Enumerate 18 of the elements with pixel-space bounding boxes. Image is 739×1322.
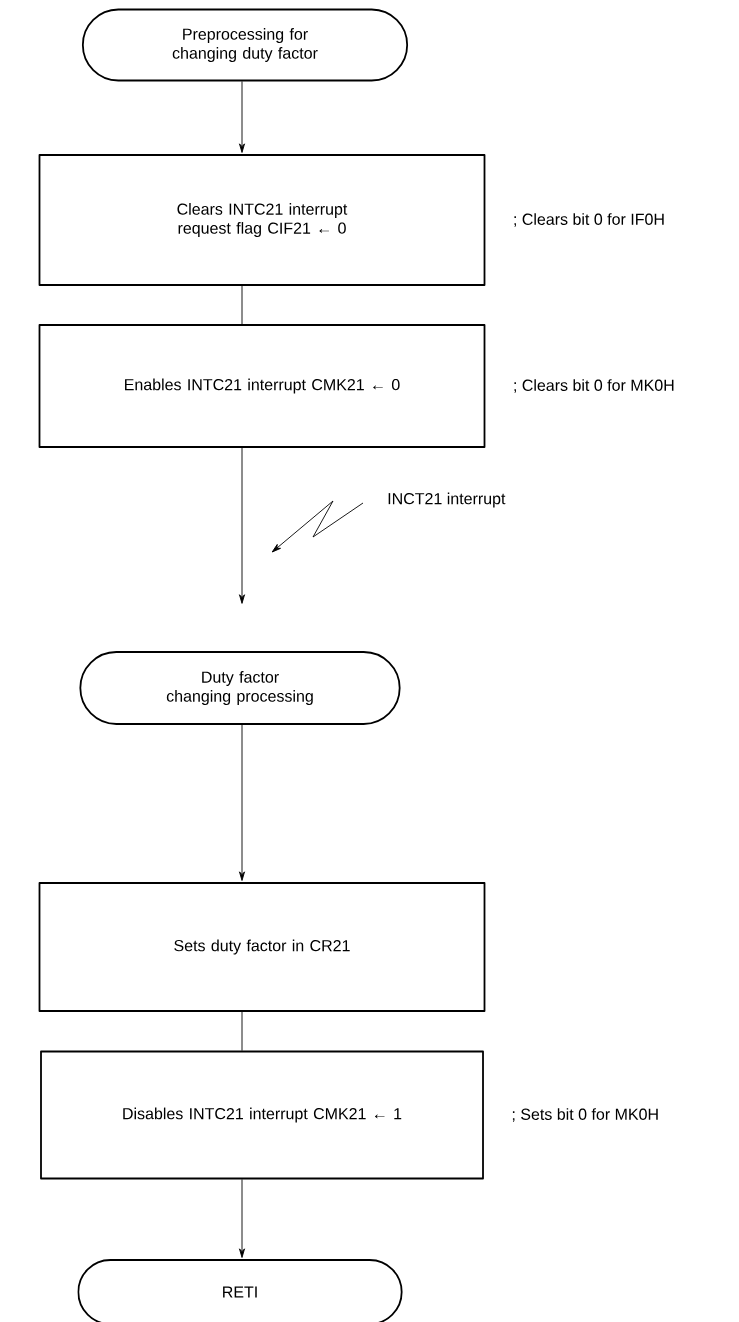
terminal-box: RETI [77, 1259, 403, 1322]
arrow [239, 724, 245, 881]
arrow [239, 80, 245, 153]
arrow [239, 1178, 245, 1258]
comment-text: ; Sets bit 0 for MK0H [512, 1108, 658, 1122]
interrupt-label: INCT21 interrupt [388, 492, 506, 508]
terminal-box: Preprocessing for changing duty factor [81, 8, 409, 82]
connector-line [241, 1011, 243, 1052]
process-box: Clears INTC21 interrupt request flag CIF21 ← 0 [38, 154, 486, 286]
comment-text: ; Clears bit 0 for MK0H [514, 379, 674, 393]
process-box: Enables INTC21 interrupt CMK21 ← 0 [38, 324, 486, 448]
comment-text: ; Clears bit 0 for IF0H [514, 213, 664, 227]
interrupt-arrow [271, 500, 364, 553]
connector-line [241, 285, 243, 325]
process-box: Sets duty factor in CR21 [38, 882, 486, 1012]
terminal-box: Duty factor changing processing [79, 651, 401, 725]
process-box: Disables INTC21 interrupt CMK21 ← 1 [40, 1050, 484, 1180]
arrow [239, 447, 245, 604]
